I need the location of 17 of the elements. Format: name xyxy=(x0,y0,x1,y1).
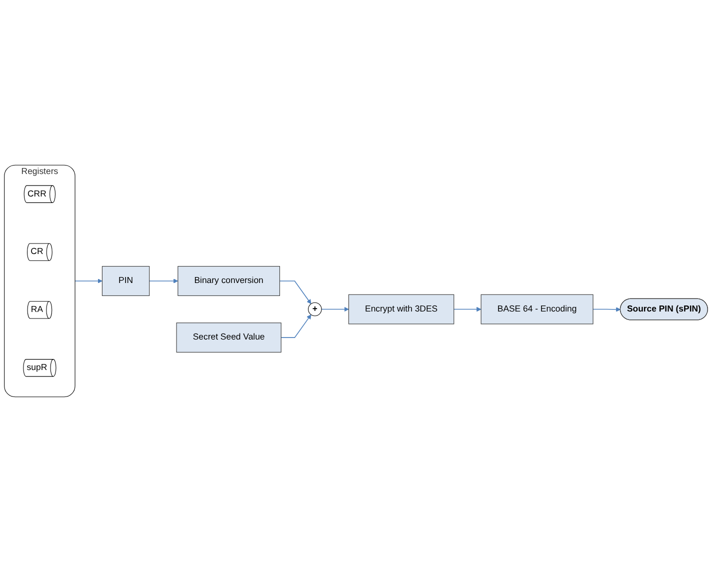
node-text: CRR xyxy=(28,189,46,198)
node-text: supR xyxy=(26,362,48,372)
arrow xyxy=(148,278,178,284)
node-box: Secret Seed Value xyxy=(176,322,282,353)
node-box: PIN xyxy=(102,266,150,296)
node-circle: + xyxy=(308,302,322,316)
arrow xyxy=(279,280,312,304)
arrow xyxy=(592,307,621,312)
node-box: BASE 64 - Encoding xyxy=(480,294,594,324)
node-box: Encrypt with 3DES xyxy=(348,294,454,324)
node-box: Binary conversion xyxy=(178,266,280,296)
arrow xyxy=(280,314,312,338)
arrow xyxy=(74,278,102,284)
arrow xyxy=(321,306,349,312)
node-text: RA xyxy=(30,305,43,314)
node-text: CR xyxy=(30,247,44,256)
arrow xyxy=(453,306,482,312)
